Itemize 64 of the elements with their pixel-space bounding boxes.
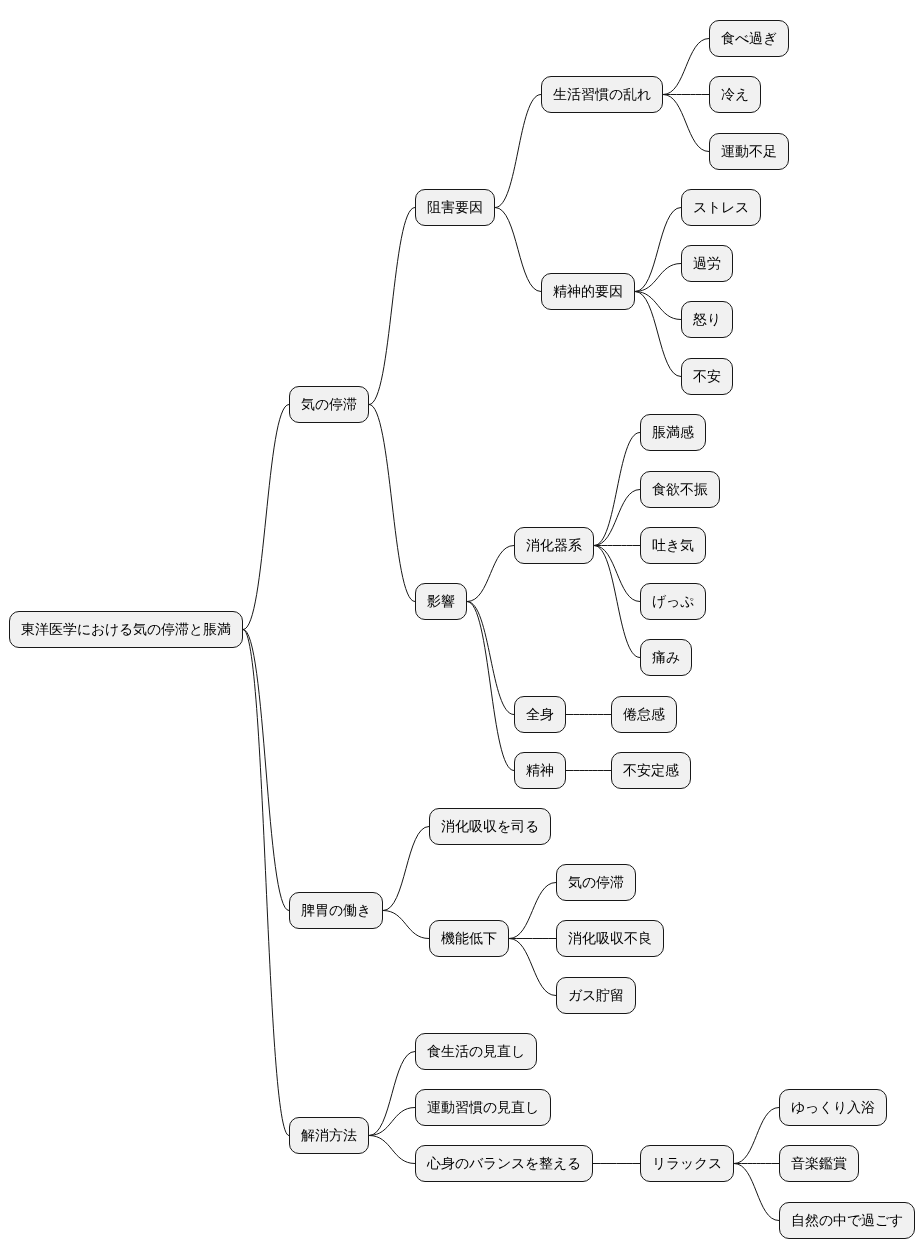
topic-box: 自然の中で過ごす [779,1202,915,1239]
topic-box: 消化器系 [514,527,594,564]
connector-line [662,94,710,152]
topic-box: 怒り [681,301,733,338]
topic-box: 食べ過ぎ [709,20,789,57]
topic-box: 心身のバランスを整える [415,1145,593,1182]
topic-box: 精神 [514,752,566,789]
topic-box: 気の停滞 [556,864,636,901]
topic-box: 過労 [681,245,733,282]
topic-box: 消化吸収不良 [556,920,664,957]
connector-line [494,207,542,292]
topic-box: 音楽鑑賞 [779,1145,859,1182]
connector-line [508,882,557,939]
topic-box: 脹満感 [640,414,706,451]
connector-line [565,714,612,715]
connector-line [466,601,515,715]
connector-line [508,938,557,996]
topic-box: 不安 [681,358,733,395]
topic-box: 消化吸収を司る [429,808,551,845]
connector-line [466,601,515,771]
connector-line [593,489,641,546]
connector-line [733,1107,780,1164]
connector-line [662,38,710,95]
topic-box: 倦怠感 [611,696,677,733]
connector-line [593,545,641,658]
topic-box: 東洋医学における気の停滞と脹満 [9,611,243,648]
topic-box: 精神的要因 [541,273,635,310]
topic-box: 食欲不振 [640,471,720,508]
connector-line [242,629,290,911]
topic-box: 影響 [415,583,467,620]
topic-box: 脾胃の働き [289,892,383,929]
topic-box: 食生活の見直し [415,1033,537,1070]
connector-line [382,910,430,939]
connector-line [592,1163,641,1164]
connector-line [242,404,290,630]
topic-box: 機能低下 [429,920,509,957]
connector-line [368,207,416,405]
topic-box: 気の停滞 [289,386,369,423]
topic-box: げっぷ [640,583,706,620]
topic-box: 運動不足 [709,133,789,170]
connector-line [382,826,430,911]
topic-box: 痛み [640,639,692,676]
connector-line [634,291,682,377]
topic-box: リラックス [640,1145,734,1182]
connector-line [466,545,515,602]
topic-box: 阻害要因 [415,189,495,226]
topic-box: 冷え [709,76,761,113]
connector-line [733,1163,780,1221]
topic-box: 生活習慣の乱れ [541,76,663,113]
topic-box: 吐き気 [640,527,706,564]
topic-box: 運動習慣の見直し [415,1089,551,1126]
connector-line [368,404,416,602]
connector-line [494,94,542,208]
connector-line [634,207,682,292]
connector-line [565,770,612,771]
connector-line [368,1135,416,1164]
connector-line [242,629,290,1136]
topic-box: ストレス [681,189,761,226]
topic-box: 解消方法 [289,1117,369,1154]
topic-box: 不安定感 [611,752,691,789]
topic-box: ゆっくり入浴 [779,1089,887,1126]
topic-box: ガス貯留 [556,977,636,1014]
connector-line [368,1051,416,1136]
topic-box: 全身 [514,696,566,733]
